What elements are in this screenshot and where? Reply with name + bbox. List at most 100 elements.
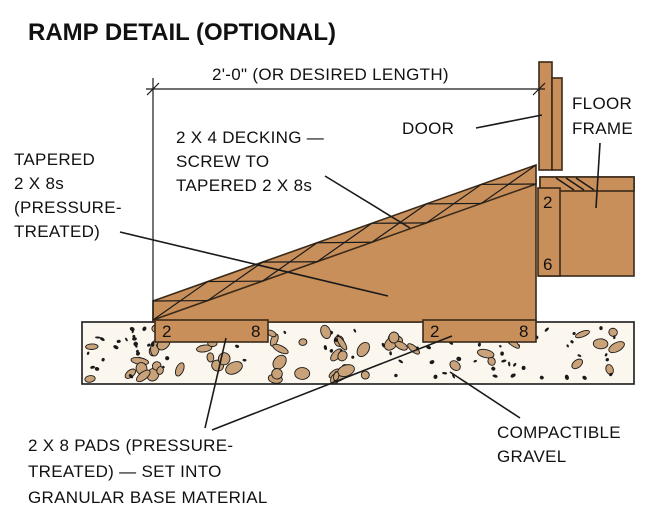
gravel-stone: [116, 339, 121, 344]
gravel-stone: [85, 343, 99, 350]
gravel-stone: [351, 355, 355, 359]
dimension-label: 2'-0" (OR DESIRED LENGTH): [212, 65, 449, 84]
gravel-stone: [582, 375, 587, 380]
gravel-stone: [442, 371, 448, 375]
svg-text:(PRESSURE-: (PRESSURE-: [14, 198, 122, 217]
gravel-stone: [101, 357, 105, 362]
svg-text:2 X 8 PADS (PRESSURE-: 2 X 8 PADS (PRESSURE-: [28, 436, 233, 455]
gravel-stone: [156, 366, 164, 375]
gravel-stone: [206, 352, 215, 363]
gravel-stone: [162, 365, 165, 369]
pad-left-leader: [204, 337, 227, 429]
gravel-stone: [99, 337, 105, 342]
gravel-stone: [501, 359, 507, 363]
gravel-label: COMPACTIBLE GRAVEL: [497, 423, 621, 466]
gravel-stone: [571, 358, 583, 370]
svg-text:TAPERED: TAPERED: [14, 150, 95, 169]
gravel-stone: [132, 337, 137, 341]
gravel-stone: [456, 356, 462, 362]
gravel-stone: [473, 359, 477, 363]
decking-brace: [480, 164, 537, 204]
leader-lines: [119, 114, 601, 431]
door-stop: [551, 77, 563, 171]
decking-boards: [152, 164, 537, 321]
svg-text:GRAVEL: GRAVEL: [497, 447, 567, 466]
gravel-stone: [113, 345, 119, 350]
gravel-stone: [84, 375, 96, 383]
gravel-stone: [605, 358, 610, 362]
gravel-stone: [564, 374, 569, 380]
pad-left-mark-2: 2: [162, 322, 171, 341]
svg-text:FLOOR: FLOOR: [572, 94, 632, 113]
gravel-stone: [521, 365, 526, 371]
gravel-stone: [572, 331, 576, 336]
gravel-stone: [613, 335, 616, 340]
gravel-stone: [510, 373, 516, 378]
decking-brace: [262, 242, 318, 282]
gravel-stone: [604, 353, 608, 357]
gravel-stone: [337, 350, 348, 362]
decking-brace: [371, 203, 427, 243]
svg-text:TREATED) — SET INTO: TREATED) — SET INTO: [28, 462, 222, 481]
gravel-stone: [398, 359, 404, 364]
svg-text:FRAME: FRAME: [572, 119, 633, 138]
gravel-stone: [133, 341, 138, 347]
gravel-stone: [609, 372, 613, 377]
gravel-stone: [360, 370, 370, 380]
door-leader: [475, 114, 543, 129]
gravel-stone: [125, 337, 128, 342]
floor-frame: 2 6: [537, 176, 635, 277]
gravel-stone: [539, 375, 544, 380]
svg-text:TREATED): TREATED): [14, 222, 100, 241]
rim-joist-mark-2: 2: [543, 193, 552, 212]
gravel-stone: [174, 362, 185, 377]
gravel-stone: [492, 374, 498, 378]
tapered-label: TAPERED 2 X 8s (PRESSURE- TREATED): [14, 150, 122, 241]
gravel-stone: [500, 351, 504, 356]
decking-brace: [207, 261, 263, 302]
gravel-stone: [592, 338, 609, 350]
svg-text:GRANULAR BASE MATERIAL: GRANULAR BASE MATERIAL: [28, 488, 268, 507]
gravel-stone: [95, 336, 101, 339]
gravel-stone: [433, 374, 438, 379]
gravel-stone: [196, 344, 213, 353]
floor-frame-leader: [595, 142, 601, 209]
gravel-stone: [136, 351, 140, 356]
gravel-stone: [452, 374, 455, 379]
gravel-stone: [429, 360, 435, 365]
pad-left-mark-8: 8: [251, 322, 260, 341]
gravel-stone: [142, 326, 147, 332]
gravel-stone: [283, 330, 287, 334]
ramp-decking: [152, 163, 537, 322]
gravel-stone: [323, 345, 328, 351]
gravel-stone: [94, 366, 100, 371]
pads-label: 2 X 8 PADS (PRESSURE- TREATED) — SET INT…: [28, 436, 268, 507]
gravel-stone: [394, 373, 398, 378]
svg-text:2 X 8s: 2 X 8s: [14, 174, 64, 193]
gravel-stone: [449, 360, 461, 371]
length-dimension: 2'-0" (OR DESIRED LENGTH): [146, 65, 546, 318]
gravel-stone: [225, 361, 243, 375]
gravel-stone: [336, 336, 348, 351]
gravel-stone: [298, 338, 308, 346]
decking-label: 2 X 4 DECKING — SCREW TO TAPERED 2 X 8s: [176, 128, 324, 195]
decking-brace: [316, 222, 373, 263]
pad-left-board: [154, 319, 269, 343]
gravel-stone: [577, 354, 582, 357]
gravel-stone: [353, 328, 357, 333]
gravel-stone: [544, 327, 549, 332]
gravel-stone: [608, 341, 625, 354]
gravel-stone: [566, 344, 569, 348]
gravel-stone: [272, 354, 287, 370]
gravel-stone: [356, 341, 370, 358]
gravel-stone: [333, 371, 340, 382]
gravel-stone: [235, 344, 240, 348]
gravel-stone: [135, 344, 138, 348]
pad-right: 2 8: [422, 319, 537, 343]
door: [538, 61, 563, 171]
gravel-stone: [128, 374, 134, 379]
gravel-stone: [599, 326, 603, 331]
floor-frame-label: FLOOR FRAME: [572, 94, 633, 138]
gravel-stone: [570, 340, 574, 344]
